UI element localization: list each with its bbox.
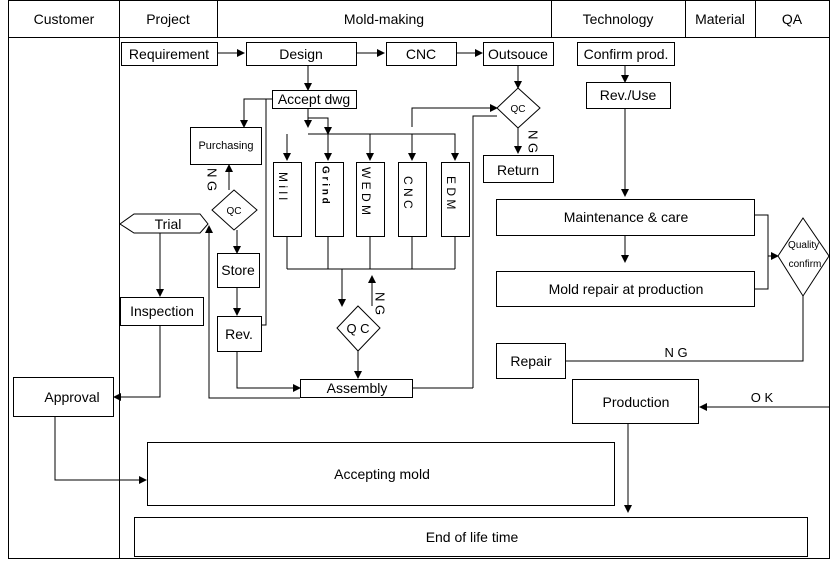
- grind-label: G r i n d: [320, 166, 331, 204]
- outsource-label: Outsouce: [488, 46, 548, 62]
- rev-label: Rev.: [225, 326, 253, 342]
- maintenance-label: Maintenance & care: [564, 209, 689, 225]
- connectors: [54, 49, 830, 513]
- ok-label: O K: [751, 390, 774, 405]
- mold-repair-label: Mold repair at production: [549, 281, 704, 297]
- qc-purchasing-label: QC: [227, 206, 242, 217]
- purchasing-label: Purchasing: [198, 140, 253, 152]
- qc-machining-label: Q C: [346, 321, 369, 336]
- swimlane-frame: [8, 0, 830, 559]
- lane-header-qa: QA: [782, 11, 803, 27]
- edm-label: E D M: [444, 176, 458, 209]
- end-of-life-label: End of life time: [426, 529, 519, 545]
- qc-outsource-label: QC: [511, 104, 526, 115]
- lane-header-mold-making: Mold-making: [344, 11, 424, 27]
- ng-outsource-label: N G: [526, 130, 541, 153]
- trial-hexagon: [119, 213, 209, 234]
- quality-confirm-label: Quality confirm: [788, 240, 822, 270]
- cnc-top-label: CNC: [406, 46, 436, 62]
- repair-box: [496, 343, 566, 379]
- mill-box: [273, 162, 302, 237]
- accepting-mold-label: Accepting mold: [334, 466, 430, 482]
- lane-header-customer: Customer: [34, 11, 95, 27]
- lane-header-material: Material: [695, 11, 745, 27]
- assembly-box: [300, 379, 413, 398]
- ng-repair-label: N G: [664, 345, 687, 360]
- accept-dwg-label: Accept dwg: [278, 91, 350, 107]
- inspection-label: Inspection: [130, 303, 194, 319]
- ng-machining-label: N G: [373, 292, 388, 315]
- wedm-box: [356, 162, 385, 237]
- requirement-label: Requirement: [129, 46, 209, 62]
- design-box: [246, 42, 357, 66]
- maintenance-box: [496, 199, 755, 236]
- production-label: Production: [603, 394, 670, 410]
- return-box: [483, 155, 554, 183]
- lane-header-project: Project: [146, 11, 190, 27]
- quality-confirm-diamond: [777, 217, 830, 297]
- trial-label: Trial: [155, 216, 182, 232]
- purchasing-box: [190, 127, 262, 165]
- cnc-machining-label: C N C: [401, 176, 415, 209]
- rev-use-box: [586, 82, 671, 109]
- confirm-prod-label: Confirm prod.: [584, 46, 669, 62]
- mold-repair-box: [496, 271, 755, 307]
- store-box: [217, 253, 260, 288]
- grind-box: [315, 162, 344, 237]
- production-box: [572, 379, 699, 424]
- wedm-label: W E D M: [359, 167, 373, 215]
- store-label: Store: [221, 262, 255, 278]
- assembly-label: Assembly: [327, 380, 388, 396]
- lane-header-technology: Technology: [583, 11, 654, 27]
- rev-box: [217, 316, 262, 352]
- approval-label: Approval: [44, 389, 99, 405]
- inspection-box: [120, 297, 204, 326]
- qc-purchasing-diamond: [211, 189, 258, 231]
- cnc-machining-box: [398, 162, 427, 237]
- design-label: Design: [279, 46, 323, 62]
- confirm-prod-box: [577, 42, 675, 66]
- rev-use-label: Rev./Use: [600, 87, 657, 103]
- accepting-mold-box: [147, 442, 615, 506]
- mill-label: M i l l: [276, 172, 290, 200]
- end-of-life-box: [134, 517, 808, 557]
- repair-label: Repair: [510, 353, 552, 369]
- outsource-box: [483, 42, 554, 66]
- qc-outsource-diamond: [496, 87, 541, 129]
- cnc-top-box: [386, 42, 457, 66]
- ng-purchasing-label: N G: [205, 168, 220, 191]
- accept-dwg-box: [272, 90, 357, 109]
- qc-machining-diamond: [336, 305, 381, 352]
- approval-box: [13, 377, 114, 417]
- requirement-box: [121, 42, 218, 66]
- return-label: Return: [497, 162, 539, 178]
- edm-box: [441, 162, 470, 237]
